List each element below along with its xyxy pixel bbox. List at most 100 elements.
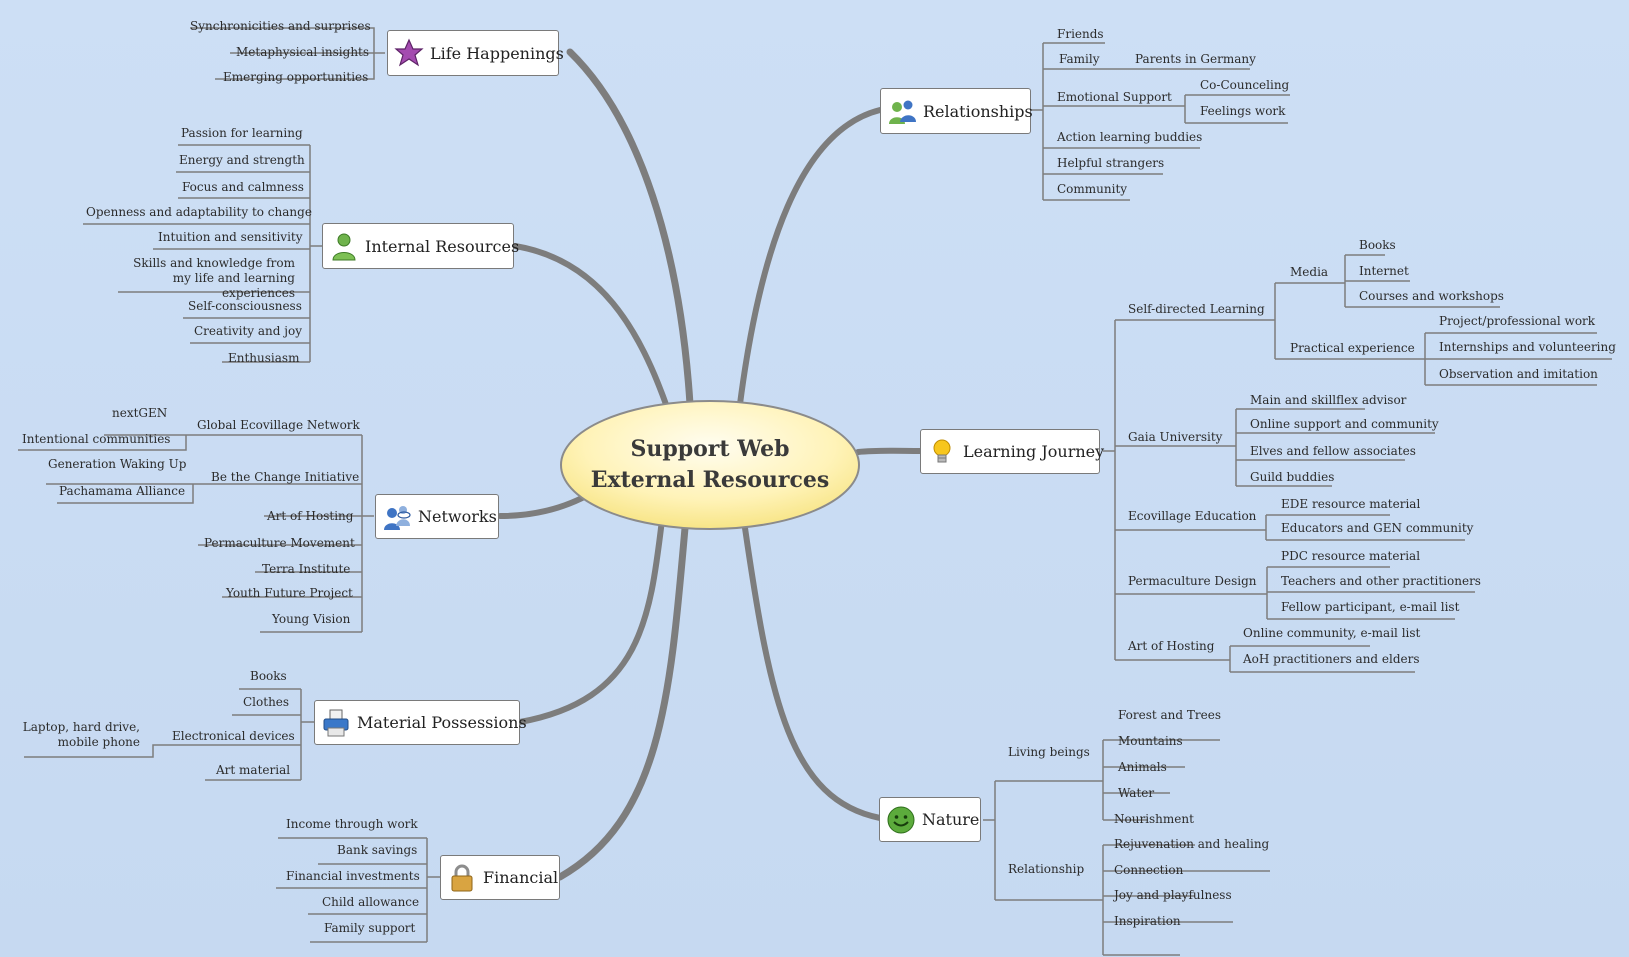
central-topic[interactable]: Support Web External Resources — [561, 401, 859, 529]
topic-financial[interactable]: Financial — [440, 855, 560, 900]
leaf-ede-resource-material[interactable]: EDE resource material — [1281, 497, 1421, 511]
topic-label: Relationships — [923, 101, 1033, 121]
leaf-gaia-university[interactable]: Gaia University — [1128, 430, 1223, 444]
leaf-art-of-hosting-network[interactable]: Art of Hosting — [267, 509, 354, 523]
leaf-guild-buddies[interactable]: Guild buddies — [1250, 470, 1335, 484]
leaf-pachamama-alliance[interactable]: Pachamama Alliance — [59, 484, 186, 498]
leaf-inspiration[interactable]: Inspiration — [1114, 914, 1181, 928]
leaf-intuition[interactable]: Intuition and sensitivity — [158, 230, 303, 244]
topic-life-happenings[interactable]: Life Happenings — [387, 30, 564, 76]
leaf-be-the-change[interactable]: Be the Change Initiative — [211, 470, 360, 484]
leaf-family[interactable]: Family — [1059, 52, 1100, 66]
leaf-ecovillage-education[interactable]: Ecovillage Education — [1128, 509, 1257, 523]
star-icon — [394, 38, 424, 67]
leaf-elves-and-fellow-associates[interactable]: Elves and fellow associates — [1250, 444, 1416, 458]
leaf-emerging-opportunities[interactable]: Emerging opportunities — [223, 70, 369, 84]
leaf-courses-and-workshops[interactable]: Courses and workshops — [1359, 289, 1504, 303]
topic-relationships[interactable]: Relationships — [880, 88, 1033, 134]
leaf-forest-and-trees[interactable]: Forest and Trees — [1118, 708, 1222, 722]
leaf-aoh-practitioners-and-elders[interactable]: AoH practitioners and elders — [1243, 652, 1420, 666]
topic-label: Financial — [483, 868, 559, 887]
leaf-main-and-skillflex-advisor[interactable]: Main and skillflex advisor — [1250, 393, 1407, 407]
leaf-joy-and-playfulness[interactable]: Joy and playfulness — [1114, 888, 1232, 902]
leaf-co-counceling[interactable]: Co-Counceling — [1200, 78, 1290, 92]
central-title-line-1: Support Web — [630, 436, 790, 462]
leaf-pdc-resource-material[interactable]: PDC resource material — [1281, 549, 1421, 563]
printer-icon — [323, 709, 349, 736]
leaf-art-of-hosting-learning[interactable]: Art of Hosting — [1128, 639, 1215, 653]
leaf-project-professional-work[interactable]: Project/professional work — [1439, 314, 1596, 328]
leaf-openness[interactable]: Openness and adaptability to change — [86, 205, 312, 219]
leaf-synchronicities[interactable]: Synchronicities and surprises — [190, 19, 371, 33]
leaf-young-vision[interactable]: Young Vision — [272, 612, 351, 626]
leaf-clothes[interactable]: Clothes — [243, 695, 290, 709]
leaf-media[interactable]: Media — [1290, 265, 1329, 279]
leaf-community[interactable]: Community — [1057, 182, 1128, 196]
leaf-child-allowance[interactable]: Child allowance — [322, 895, 420, 909]
leaf-art-material[interactable]: Art material — [216, 763, 291, 777]
leaf-internships-and-volunteering[interactable]: Internships and volunteering — [1439, 340, 1616, 354]
leaf-animals[interactable]: Animals — [1118, 760, 1167, 774]
leaf-feelings-work[interactable]: Feelings work — [1200, 104, 1286, 118]
topic-nature[interactable]: Nature — [879, 797, 981, 842]
leaf-permaculture-movement[interactable]: Permaculture Movement — [204, 536, 355, 550]
leaf-living-beings[interactable]: Living beings — [1008, 745, 1090, 759]
leaf-action-learning-buddies[interactable]: Action learning buddies — [1057, 130, 1203, 144]
leaf-self-directed-learning[interactable]: Self-directed Learning — [1128, 302, 1265, 316]
leaf-youth-future-project[interactable]: Youth Future Project — [226, 586, 353, 600]
leaf-income-through-work[interactable]: Income through work — [286, 817, 418, 831]
leaf-emotional-support[interactable]: Emotional Support — [1057, 90, 1172, 104]
leaf-books-material[interactable]: Books — [250, 669, 287, 683]
leaf-intentional-communities[interactable]: Intentional communities — [22, 432, 171, 446]
leaf-generation-waking-up[interactable]: Generation Waking Up — [48, 457, 187, 471]
leaf-family-support[interactable]: Family support — [324, 921, 416, 935]
leaf-self-consciousness[interactable]: Self-consciousness — [188, 299, 302, 313]
leaf-connection[interactable]: Connection — [1114, 863, 1184, 877]
topic-learning-journey[interactable]: Learning Journey — [920, 429, 1104, 474]
topic-networks[interactable]: Networks — [375, 494, 499, 539]
leaf-laptop[interactable]: Laptop, hard drive, mobile phone — [22, 720, 140, 749]
topic-material-possessions[interactable]: Material Possessions — [314, 700, 527, 745]
leaf-parents-in-germany[interactable]: Parents in Germany — [1135, 52, 1256, 66]
leaf-enthusiasm[interactable]: Enthusiasm — [228, 351, 300, 365]
leaf-water[interactable]: Water — [1118, 786, 1155, 800]
topic-label: Internal Resources — [365, 236, 520, 256]
topic-label: Networks — [418, 507, 497, 526]
topic-label: Material Possessions — [357, 713, 527, 732]
leaf-permaculture-design[interactable]: Permaculture Design — [1128, 574, 1257, 588]
topic-internal-resources[interactable]: Internal Resources — [322, 223, 519, 269]
leaf-creativity-and-joy[interactable]: Creativity and joy — [194, 324, 302, 338]
leaf-books-learning[interactable]: Books — [1359, 238, 1396, 252]
leaf-educators-and-gen-community[interactable]: Educators and GEN community — [1281, 521, 1474, 535]
leaf-financial-investments[interactable]: Financial investments — [286, 869, 420, 883]
lightbulb-icon — [933, 439, 951, 462]
leaf-skills-and-knowledge[interactable]: Skills and knowledge from my life and le… — [133, 256, 295, 300]
leaf-friends[interactable]: Friends — [1057, 27, 1104, 41]
leaf-rejuvenation-and-healing[interactable]: Rejuvenation and healing — [1114, 837, 1270, 851]
leaf-electronical-devices[interactable]: Electronical devices — [172, 729, 295, 743]
leaf-online-support-and-community[interactable]: Online support and community — [1250, 417, 1439, 431]
leaf-terra-institute[interactable]: Terra Institute — [262, 562, 351, 576]
leaf-nextgen[interactable]: nextGEN — [112, 406, 168, 420]
leaf-passion-for-learning[interactable]: Passion for learning — [181, 126, 303, 140]
leaf-global-ecovillage-network[interactable]: Global Ecovillage Network — [197, 418, 360, 432]
leaf-fellow-participant[interactable]: Fellow participant, e-mail list — [1281, 600, 1460, 614]
central-topic-shape — [560, 400, 860, 530]
leaf-nourishment[interactable]: Nourishment — [1114, 812, 1194, 826]
leaf-metaphysical-insights[interactable]: Metaphysical insights — [236, 45, 370, 59]
leaf-focus-and-calmness[interactable]: Focus and calmness — [182, 180, 304, 194]
padlock-icon — [451, 864, 473, 891]
leaf-observation-and-imitation[interactable]: Observation and imitation — [1439, 367, 1598, 381]
leaf-online-community-email-list[interactable]: Online community, e-mail list — [1243, 626, 1421, 640]
leaf-internet[interactable]: Internet — [1359, 264, 1409, 278]
leaf-helpful-strangers[interactable]: Helpful strangers — [1057, 156, 1165, 170]
leaf-bank-savings[interactable]: Bank savings — [337, 843, 418, 857]
leaf-practical-experience[interactable]: Practical experience — [1290, 341, 1415, 355]
leaf-teachers-and-other-practitioners[interactable]: Teachers and other practitioners — [1281, 574, 1481, 588]
leaf-relationship[interactable]: Relationship — [1008, 862, 1085, 876]
topic-label: Learning Journey — [963, 442, 1105, 461]
leaf-energy-and-strength[interactable]: Energy and strength — [179, 153, 305, 167]
leaf-mountains[interactable]: Mountains — [1118, 734, 1183, 748]
